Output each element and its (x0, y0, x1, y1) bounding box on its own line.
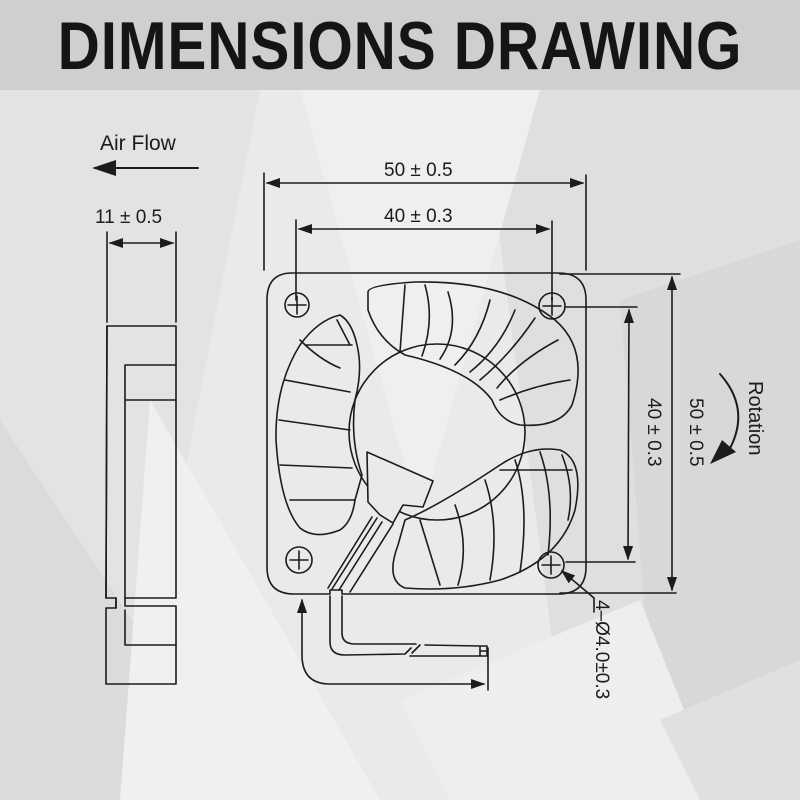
airflow-label: Air Flow (100, 132, 176, 155)
fan-side-view (105, 231, 177, 685)
hole-spacing-width-dimension: 40 ± 0.3 (384, 206, 453, 227)
rotation-label: Rotation (744, 381, 766, 456)
mounting-hole-icon (538, 292, 566, 320)
width-dimension-lines (263, 172, 587, 301)
header-band (0, 0, 800, 90)
mounting-hole-icon (537, 551, 565, 579)
mounting-holes-dimension: 4–Ø4.0±0.3 (591, 600, 612, 700)
airflow-arrow-icon (92, 160, 199, 176)
mounting-hole-icon (285, 546, 313, 574)
side-thickness-dimension: 11 ± 0.5 (95, 207, 163, 228)
rotation-arrow-icon (710, 373, 740, 464)
height-dimension-lines (559, 273, 681, 594)
frame-width-dimension: 50 ± 0.5 (384, 160, 453, 181)
mounting-hole-icon (284, 292, 310, 318)
page-title: DIMENSIONS DRAWING (57, 8, 743, 84)
hole-spacing-height-dimension: 40 ± 0.3 (643, 398, 664, 467)
frame-height-dimension: 50 ± 0.5 (685, 398, 706, 467)
fan-front-view (266, 272, 595, 691)
